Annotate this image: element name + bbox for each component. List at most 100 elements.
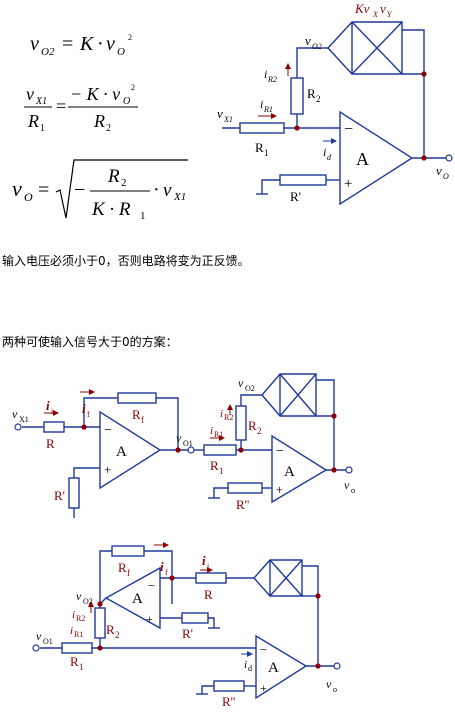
c2-amp2: A: [284, 464, 295, 480]
c1-node-mult: [421, 71, 427, 77]
c1-vx1-sub: X1: [223, 115, 233, 124]
c2-ir2: i: [220, 408, 223, 420]
c2-terminal-vo1: [187, 446, 195, 454]
c2-r2: R: [248, 418, 257, 433]
c1-r2-sub: 2: [316, 94, 321, 104]
f2-rhs-num: − K · v: [70, 84, 120, 104]
f3-minus: −: [74, 179, 85, 201]
f3-lhs-sub: O: [24, 190, 33, 204]
c2-wire-fb-right: [156, 397, 179, 450]
f3-eq: =: [38, 179, 49, 201]
c3-vo2-sub: O2: [83, 597, 93, 606]
f2-lhs-den: R: [27, 111, 39, 131]
c2-vx1-sub: X1: [19, 415, 29, 424]
f3-den-sub: 1: [140, 210, 146, 222]
f1-v-sub: O: [117, 46, 125, 58]
c3-vo2: v: [76, 589, 82, 603]
c3-r2-sub: 2: [115, 630, 120, 640]
c2-plus2: +: [276, 482, 283, 497]
f3-num-sub: 2: [121, 177, 127, 189]
c3-vo-sub: o: [333, 685, 337, 694]
formula-vx1-ratio: v X1 R 1 = − K · v O 2 R 2: [24, 83, 138, 134]
c2-amp1: A: [116, 444, 127, 460]
c3-if-sub: f: [165, 568, 168, 577]
c3-resistor-r1: [61, 642, 93, 654]
f2-eq: =: [56, 96, 66, 116]
c3-minus2: −: [260, 642, 267, 657]
c3-r1-sub: 1: [79, 662, 84, 672]
c1-wire-mult-top: [402, 29, 425, 74]
c2-rf-sub: f: [141, 415, 144, 425]
c2-plus1: +: [104, 462, 111, 477]
f2-lhs-num-sub: X1: [35, 96, 47, 107]
c3-rpp: R'': [222, 694, 235, 709]
f3-num: R: [107, 166, 120, 187]
c3-wire-gnd1: [208, 617, 215, 628]
c3-resistor-rp: [181, 612, 209, 624]
c3-id-sub: d: [248, 664, 252, 673]
circuit-1-labels: Kv X v Y v O2 i R2 R 2 v X1 i R1 R 1 i d…: [217, 1, 449, 204]
c1-node-out: [421, 155, 427, 161]
c2-if-sub: f: [87, 410, 90, 419]
c3-opamp2: [255, 634, 308, 700]
c2-minus2: −: [276, 444, 284, 459]
circuit-3-dots: [97, 575, 321, 669]
c3-ir2-sub: R2: [76, 614, 85, 623]
schemes-heading: 两种可使输入信号大于0的方案：: [2, 335, 178, 349]
c1-mult-label: Kv: [354, 1, 370, 16]
c3-wire-gnd2: [201, 685, 214, 694]
note-text: 输入电压必须小于0，否则电路将变为正反馈。: [2, 254, 250, 268]
f3-lhs: v: [12, 176, 22, 201]
c3-id: i: [244, 659, 247, 671]
f3-tail: v: [163, 180, 172, 201]
c2-resistor-r1: [203, 444, 237, 456]
f3-den: K · R: [91, 199, 131, 220]
c1-wire-vo2: [296, 47, 328, 78]
c2-node-out1: [175, 447, 181, 453]
c2-terminal-out: [345, 466, 353, 474]
c1-ir2: i: [264, 67, 267, 81]
c2-resistor-rf: [117, 392, 157, 404]
c3-ir2: i: [72, 609, 75, 621]
c3-resistor-rpp: [213, 680, 245, 692]
c3-vo1: v: [36, 629, 42, 643]
f2-lhs-den-sub: 1: [40, 123, 45, 134]
c2-opamp1: [99, 410, 162, 490]
f2-sup: 2: [131, 83, 135, 92]
c1-ir2-sub: R2: [267, 75, 277, 84]
c2-terminal-in: [14, 423, 22, 431]
formula-vo2: v O2 = K · v O 2: [30, 33, 132, 58]
c2-opamp2: [271, 434, 328, 504]
c1-wire-ground: [261, 179, 280, 194]
c1-mult-v: v: [380, 1, 386, 16]
c2-node-mult: [331, 413, 337, 419]
c3-resistor-r: [195, 572, 227, 584]
c1-resistor-r2: [290, 77, 304, 115]
c2-vo1-sub: O1: [183, 439, 193, 448]
f2-rhs-den-sub: 2: [106, 123, 111, 134]
c2-r1: R: [210, 458, 219, 473]
c3-ir1: i: [70, 625, 73, 637]
c3-r: R: [204, 587, 213, 602]
c2-vo2: v: [238, 376, 244, 390]
c1-ir1-sub: R1: [263, 105, 273, 114]
c1-vo2-sub: O2: [312, 42, 322, 51]
circuit-1: [222, 21, 446, 206]
c1-ir1: i: [260, 97, 263, 111]
c1-r1-sub: 1: [264, 148, 269, 158]
c1-mult-y: Y: [387, 10, 393, 19]
c3-resistor-rf: [111, 545, 145, 557]
c1-r2: R: [307, 86, 316, 101]
f3-radical: [55, 159, 188, 219]
c1-mult-x: X: [372, 10, 379, 19]
c3-node-mult: [315, 593, 321, 599]
c2-vo: v: [344, 478, 350, 492]
c2-ir1-sub: R1: [214, 430, 223, 439]
f3-dot: ·: [153, 179, 160, 201]
f1-sup: 2: [128, 33, 132, 42]
c2-minus1: −: [104, 423, 112, 438]
circuit-3: [40, 542, 334, 700]
c1-minus: −: [344, 121, 353, 138]
c3-rf: R: [118, 560, 127, 575]
c3-ii: i: [202, 553, 206, 568]
